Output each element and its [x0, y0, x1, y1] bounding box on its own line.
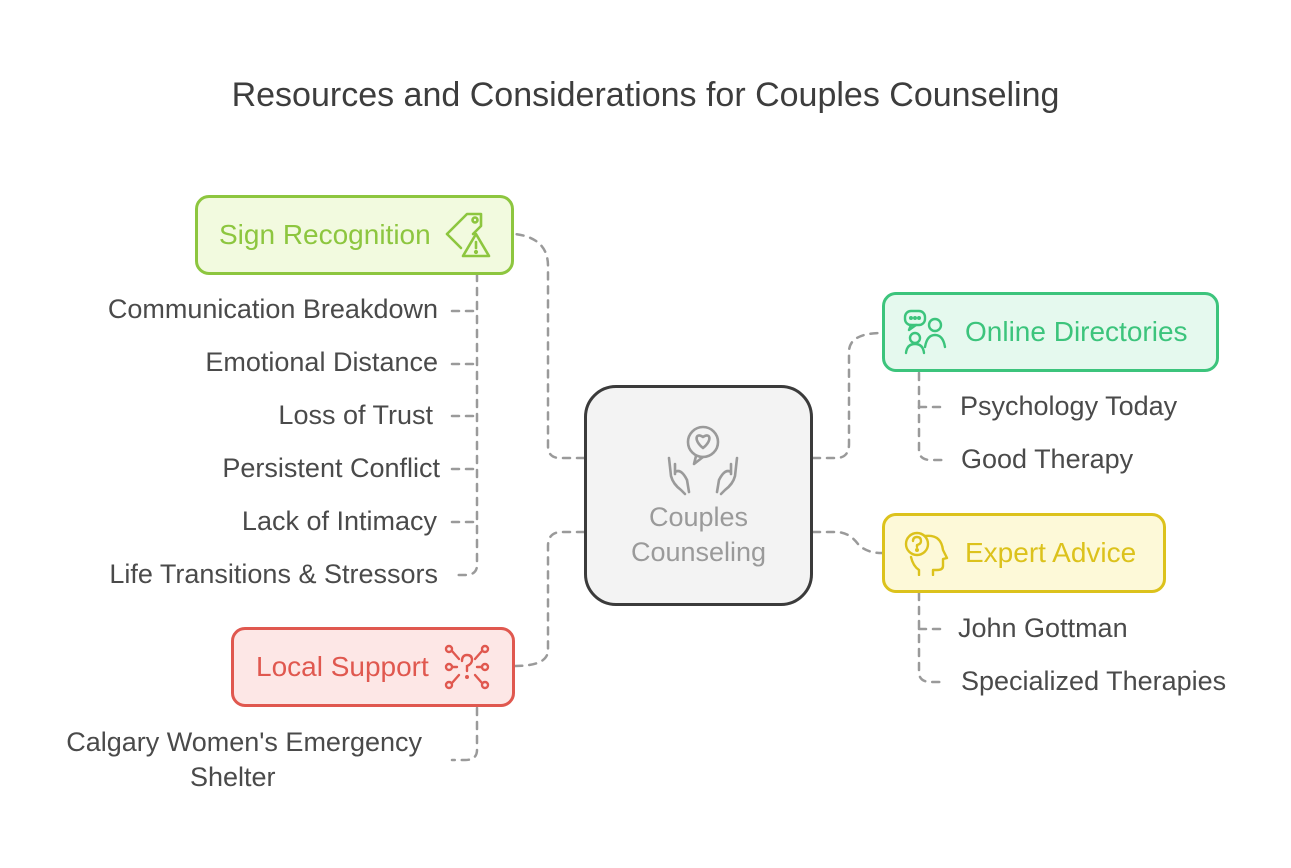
- node-online-directories-label: Online Directories: [965, 316, 1188, 347]
- sign-item-1: Communication Breakdown: [107, 294, 438, 324]
- people-chat-icon: [903, 309, 947, 355]
- expert-item-1: John Gottman: [958, 613, 1128, 643]
- network-question-icon: [444, 644, 489, 690]
- sign-item-6: Life Transitions & Stressors: [109, 559, 438, 589]
- connector-expert-spine: [917, 591, 947, 684]
- node-expert-advice: Expert Advice: [882, 513, 1166, 593]
- connector-sign-spine: [450, 272, 479, 577]
- center-node: Couples Counseling: [584, 385, 813, 606]
- sign-item-2: Emotional Distance: [205, 347, 438, 377]
- center-label-line-1: Couples: [648, 502, 749, 532]
- diagram-title: Resources and Considerations for Couples…: [231, 76, 1060, 114]
- hands-heart-chat-icon: [667, 425, 739, 496]
- connector-online-directories: [811, 331, 884, 460]
- node-local-support: Local Support: [231, 627, 515, 707]
- sign-item-5: Lack of Intimacy: [241, 506, 437, 536]
- node-sign-recognition-label: Sign Recognition: [219, 219, 431, 250]
- connector-expert-advice: [811, 530, 884, 555]
- node-expert-advice-label: Expert Advice: [965, 537, 1137, 568]
- connector-online-spine: [917, 371, 947, 462]
- connector-local-support: [513, 530, 586, 668]
- center-label-line-2: Counseling: [630, 537, 767, 567]
- local-item-1: Calgary Women's Emergency: [66, 727, 422, 757]
- node-sign-recognition: Sign Recognition: [195, 195, 514, 275]
- center-label: Couples Counseling: [587, 500, 810, 570]
- node-online-directories: Online Directories: [882, 292, 1219, 372]
- expert-item-2: Specialized Therapies: [961, 666, 1227, 696]
- online-item-1: Psychology Today: [960, 391, 1178, 421]
- online-item-2: Good Therapy: [961, 444, 1134, 474]
- tag-warning-icon: [445, 212, 491, 258]
- connector-local-spine: [450, 706, 479, 762]
- sign-item-3: Loss of Trust: [278, 400, 433, 430]
- local-item-2: Shelter: [190, 762, 276, 792]
- head-question-icon: [904, 531, 949, 576]
- node-local-support-label: Local Support: [256, 651, 429, 682]
- sign-item-4: Persistent Conflict: [222, 453, 440, 483]
- connector-sign-recognition: [513, 232, 586, 460]
